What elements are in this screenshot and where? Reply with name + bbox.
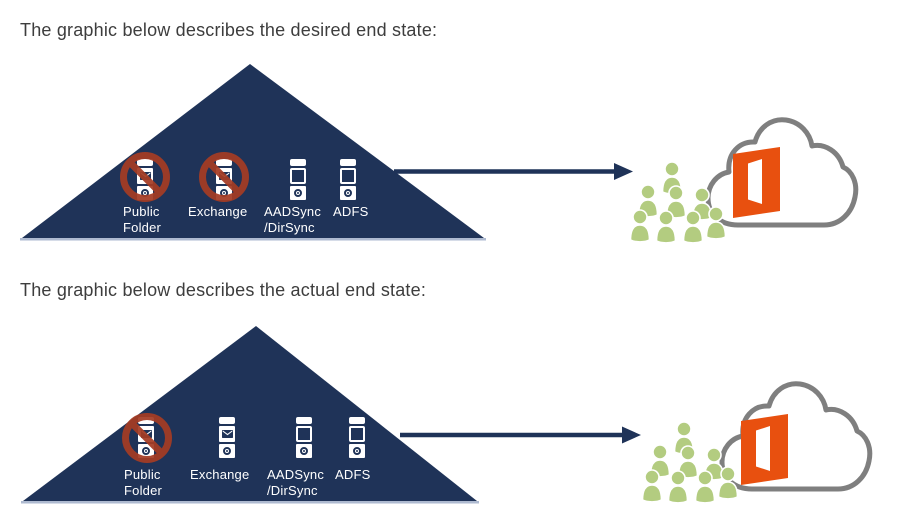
office-365-logo bbox=[733, 147, 780, 218]
server-label-adfs: ADFS bbox=[335, 467, 371, 482]
server-cap bbox=[290, 159, 306, 166]
server-label-public-folder: Public Folder bbox=[123, 204, 162, 235]
server-tower-icon-aadsync bbox=[290, 159, 306, 202]
server-body bbox=[290, 168, 306, 184]
server-tower-icon-aadsync bbox=[296, 417, 312, 460]
server-cap bbox=[219, 417, 235, 424]
server-tower-icon-exchange bbox=[219, 417, 235, 460]
server-body bbox=[296, 426, 312, 442]
server-label-exchange: Exchange bbox=[188, 204, 248, 219]
server-label-aadsync: AADSync /DirSync bbox=[264, 204, 322, 235]
office-365-logo bbox=[741, 414, 788, 485]
prohibition-icon bbox=[120, 152, 170, 202]
server-tower-icon-adfs bbox=[349, 417, 365, 460]
right-arrow-icon bbox=[400, 426, 641, 444]
server-label-aadsync: AADSync /DirSync bbox=[267, 467, 325, 498]
server-label-public-folder: Public Folder bbox=[124, 467, 163, 498]
right-arrow-icon bbox=[394, 163, 633, 180]
server-label-adfs: ADFS bbox=[333, 204, 369, 219]
onpremises-triangle-desired bbox=[20, 64, 486, 241]
gear-icon bbox=[340, 186, 356, 200]
actual-state-heading: The graphic below describes the actual e… bbox=[20, 280, 427, 300]
onpremises-triangle-actual bbox=[21, 326, 479, 504]
prohibition-icon bbox=[122, 413, 172, 463]
server-body bbox=[340, 168, 356, 184]
gear-icon bbox=[219, 444, 235, 458]
desired-state-heading: The graphic below describes the desired … bbox=[20, 20, 438, 40]
server-label-exchange: Exchange bbox=[190, 467, 250, 482]
gear-icon bbox=[349, 444, 365, 458]
server-cap bbox=[340, 159, 356, 166]
server-tower-icon-adfs bbox=[340, 159, 356, 202]
envelope-icon bbox=[219, 426, 235, 442]
gear-icon bbox=[290, 186, 306, 200]
server-cap bbox=[296, 417, 312, 424]
cloud-icon bbox=[708, 120, 856, 225]
server-cap bbox=[349, 417, 365, 424]
server-body bbox=[349, 426, 365, 442]
prohibition-icon bbox=[199, 152, 249, 202]
gear-icon bbox=[296, 444, 312, 458]
